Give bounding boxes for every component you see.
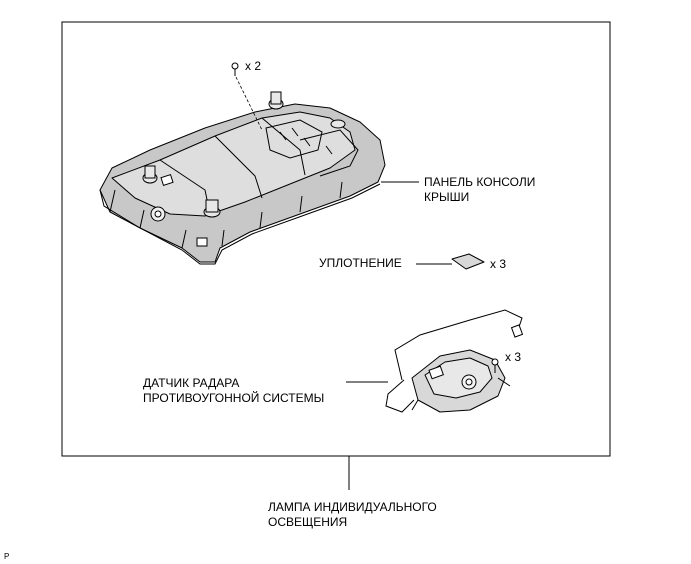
screw-quantity: x 2: [245, 59, 261, 73]
seal-pad-icon: [451, 253, 485, 270]
corner-mark: P: [4, 552, 9, 561]
screw-icon: [231, 62, 263, 131]
seal-label: УПЛОТНЕНИЕ: [319, 256, 402, 270]
diagram-frame: [61, 21, 611, 457]
lamp-label: ЛАМПА ИНДИВИДУАЛЬНОГО ОСВЕЩЕНИЯ: [268, 500, 440, 529]
roof-console-panel-illustration: [99, 91, 386, 265]
radar-sensor-label: ДАТЧИК РАДАРА ПРОТИВОУГОННОЙ СИСТЕМЫ: [143, 376, 324, 405]
roof-console-panel-label: ПАНЕЛЬ КОНСОЛИ КРЫШИ: [424, 175, 539, 204]
seal-quantity: x 3: [490, 257, 506, 271]
radar-sensor-illustration: [385, 309, 524, 413]
sensor-screw-quantity: x 3: [505, 350, 521, 364]
